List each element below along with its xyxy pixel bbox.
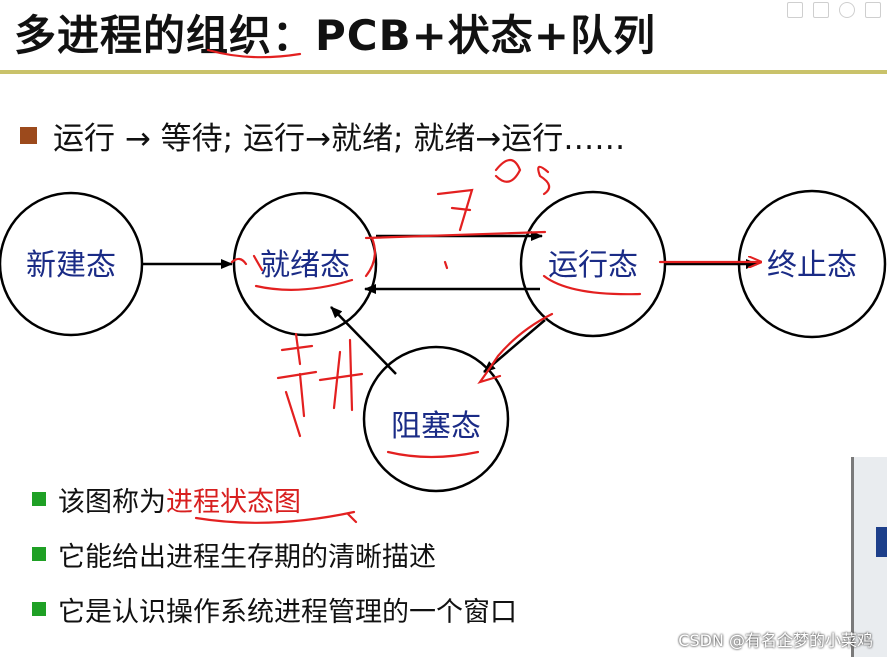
node-new: 新建态 xyxy=(0,191,144,337)
bullet-item: 它是认识操作系统进程管理的一个窗口 xyxy=(32,584,517,634)
annotation-running-underline xyxy=(542,274,642,296)
node-label-blocked: 阻塞态 xyxy=(391,409,481,444)
annotation-line-ready-running xyxy=(364,230,547,240)
square-bullet-icon xyxy=(32,547,46,561)
window-icon-3[interactable] xyxy=(839,2,855,18)
node-label-new: 新建态 xyxy=(26,248,116,283)
node-terminated: 终止态 xyxy=(737,189,887,339)
node-running: 运行态 xyxy=(519,190,667,338)
bullet-text: 它是认识操作系统进程管理的一个窗口 xyxy=(58,596,517,628)
window-icon-4[interactable] xyxy=(865,2,881,18)
annotation-running-blocked xyxy=(477,312,554,384)
handwritten-annotations xyxy=(194,48,760,524)
square-bullet-icon xyxy=(20,127,37,144)
window-icon-1[interactable] xyxy=(787,2,803,18)
bullet-text: 该图称为 xyxy=(58,486,166,518)
bullet-item: 它能给出进程生存期的清晰描述 xyxy=(32,529,517,579)
side-photo xyxy=(851,457,887,657)
node-ready: 就绪态 xyxy=(232,191,378,337)
slide-title: 多进程的组织：PCB+状态+队列 xyxy=(14,11,657,60)
bullet-list: 该图称为进程状态图 它能给出进程生存期的清晰描述 它是认识操作系统进程管理的一个… xyxy=(32,474,517,639)
transition-bullet: 运行 → 等待; 运行→就绪; 就绪→运行…… xyxy=(20,113,625,158)
bullet-item: 该图称为进程状态图 xyxy=(32,474,517,524)
node-label-running: 运行态 xyxy=(548,248,638,283)
annotation-s-shape xyxy=(537,165,551,196)
node-label-ready: 就绪态 xyxy=(260,248,350,283)
annotation-event-chars xyxy=(276,332,364,438)
transition-text: 运行 → 等待; 运行→就绪; 就绪→运行…… xyxy=(53,121,626,157)
title-underline xyxy=(0,70,887,74)
annotation-highlight-underline xyxy=(194,510,358,524)
window-controls xyxy=(787,2,881,22)
bullet-highlight: 进程状态图 xyxy=(166,486,301,518)
title-underline-annotation xyxy=(206,48,302,59)
annotation-ready-curve xyxy=(364,236,377,278)
node-label-terminated: 终止态 xyxy=(767,248,857,283)
annotation-ready-marks xyxy=(230,254,354,291)
window-icon-2[interactable] xyxy=(813,2,829,18)
annotation-question-mark xyxy=(436,188,474,270)
watermark: CSDN @有名企梦的小菜鸡 xyxy=(678,631,873,650)
annotation-blocked-underline xyxy=(386,450,480,459)
arrow-blocked-to-ready xyxy=(330,306,397,375)
square-bullet-icon xyxy=(32,492,46,506)
square-bullet-icon xyxy=(32,602,46,616)
bullet-text: 它能给出进程生存期的清晰描述 xyxy=(58,541,436,573)
annotation-o-shape xyxy=(494,158,522,183)
